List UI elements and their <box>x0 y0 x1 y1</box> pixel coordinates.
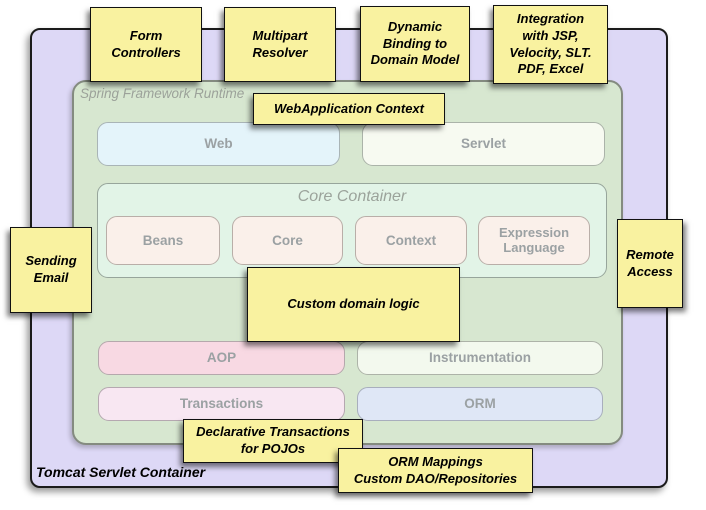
note-webapplication-context: WebApplication Context <box>253 93 445 125</box>
module-beans: Beans <box>106 216 220 265</box>
note-dynamic-binding: Dynamic Binding to Domain Model <box>360 6 470 82</box>
module-instrumentation: Instrumentation <box>357 341 603 375</box>
module-transactions: Transactions <box>98 387 345 421</box>
note-remote-access: Remote Access <box>617 219 683 308</box>
tomcat-servlet-container-label: Tomcat Servlet Container <box>36 464 206 480</box>
note-custom-domain-logic: Custom domain logic <box>247 267 460 342</box>
module-orm: ORM <box>357 387 603 421</box>
module-aop: AOP <box>98 341 345 375</box>
note-form-controllers: Form Controllers <box>90 7 202 82</box>
module-web: Web <box>97 122 340 166</box>
module-core: Core <box>232 216 343 265</box>
note-orm-mappings: ORM Mappings Custom DAO/Repositories <box>338 448 533 493</box>
spring-framework-runtime-label: Spring Framework Runtime <box>80 86 245 101</box>
module-context: Context <box>355 216 467 265</box>
module-servlet: Servlet <box>362 122 605 166</box>
core-container-title: Core Container <box>297 188 407 205</box>
module-expression-language: Expression Language <box>478 216 590 265</box>
note-multipart-resolver: Multipart Resolver <box>224 7 336 82</box>
note-declarative-transactions: Declarative Transactions for POJOs <box>183 419 363 463</box>
note-sending-email: Sending Email <box>10 227 92 313</box>
note-integration-views: Integration with JSP, Velocity, SLT. PDF… <box>493 5 608 84</box>
